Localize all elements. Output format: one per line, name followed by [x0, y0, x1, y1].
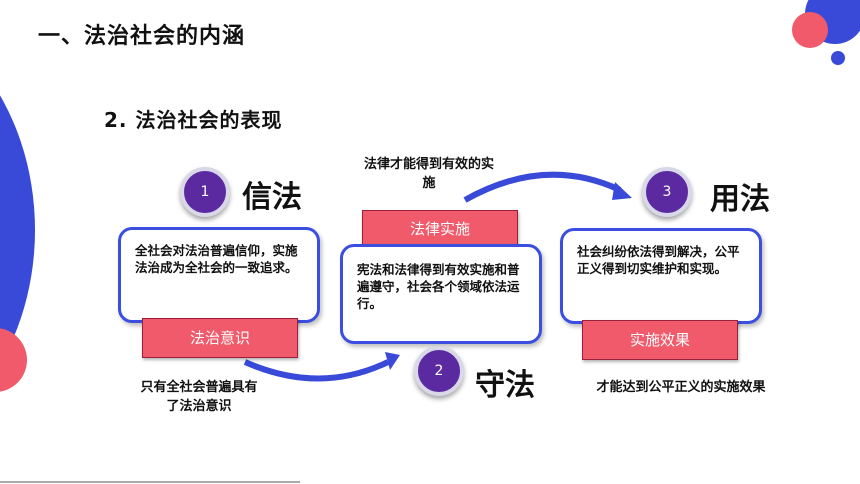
step-1-heading: 信法	[242, 180, 302, 215]
step-2-circle: 2	[414, 346, 464, 396]
step-2-label: 法律实施	[362, 210, 518, 248]
step-2-heading: 守法	[475, 368, 535, 403]
step-1-number: 1	[200, 184, 210, 200]
left-red-dot	[0, 328, 27, 392]
step-3-note: 才能达到公平正义的实施效果	[596, 380, 766, 395]
step-1-box-text: 全社会对法治普遍信仰，实施法治成为全社会的一致追求。	[135, 243, 298, 275]
step-3-box: 社会纠纷依法得到解决，公平正义得到切实维护和实现。	[560, 228, 762, 324]
top-right-small-dot	[831, 51, 845, 65]
step-2-number: 2	[434, 363, 444, 379]
step-3-number: 3	[662, 184, 672, 200]
left-blue-arc	[0, 95, 35, 365]
arrow-2-head	[612, 182, 632, 200]
step-2-note: 法律才能得到有效的实施	[363, 157, 494, 191]
step-3-circle: 3	[642, 167, 692, 217]
step-3-label: 实施效果	[582, 320, 738, 360]
step-1-label: 法治意识	[142, 318, 298, 358]
arrow-2-to-3	[463, 171, 622, 203]
arrow-1-to-2	[243, 359, 390, 382]
step-1-box: 全社会对法治普遍信仰，实施法治成为全社会的一致追求。	[118, 227, 320, 323]
step-1-circle: 1	[180, 167, 230, 217]
step-1-note: 只有全社会普遍具有了法治意识	[140, 380, 258, 414]
section-subtitle: 2. 法治社会的表现	[104, 108, 283, 132]
step-2-box-text: 宪法和法律得到有效实施和普遍遵守，社会各个领域依法运行。	[357, 262, 520, 311]
page-title: 一、法治社会的内涵	[38, 24, 246, 49]
step-3-heading: 用法	[710, 182, 770, 217]
step-3-box-text: 社会纠纷依法得到解决，公平正义得到切实维护和实现。	[577, 244, 740, 276]
step-2-box: 宪法和法律得到有效实施和普遍遵守，社会各个领域依法运行。	[340, 244, 542, 344]
top-right-red-circle	[792, 12, 828, 48]
arrow-1-head	[385, 352, 400, 370]
